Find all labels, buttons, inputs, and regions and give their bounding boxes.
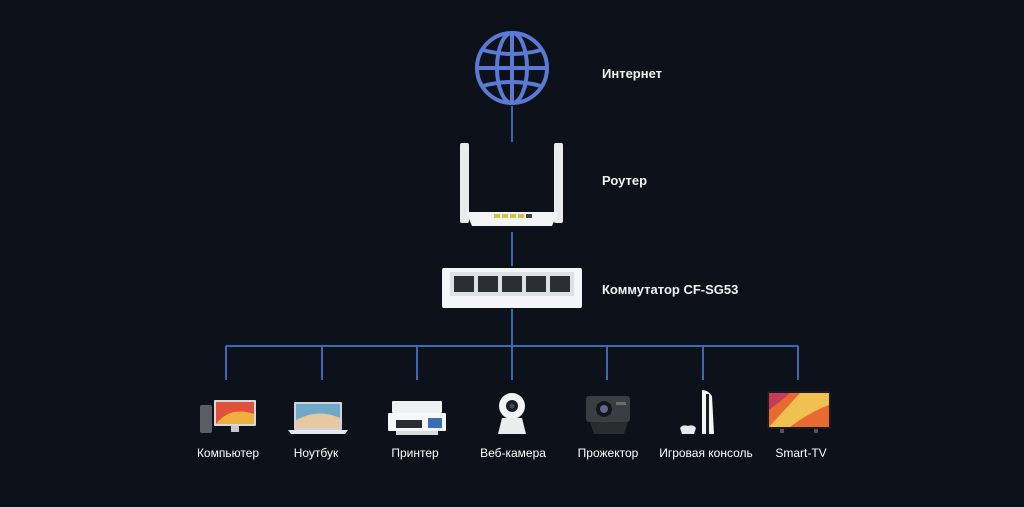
- device-label-computer: Компьютер: [196, 446, 260, 460]
- device-label-projector: Прожектор: [577, 446, 639, 460]
- device-label-webcam: Веб-камера: [480, 446, 546, 460]
- switch-icon: [442, 268, 582, 308]
- device-label-laptop: Ноутбук: [293, 446, 339, 460]
- game-console-icon: [680, 390, 714, 434]
- laptop-icon: [288, 402, 348, 434]
- computer-icon: [200, 400, 256, 433]
- globe-icon: [475, 31, 549, 105]
- device-label-console: Игровая консоль: [659, 446, 753, 460]
- router-icon: [460, 143, 563, 226]
- connection-lines: [225, 106, 799, 380]
- switch-label: Коммутатор CF-SG53: [602, 282, 739, 297]
- webcam-icon: [498, 393, 526, 434]
- device-label-printer: Принтер: [391, 446, 439, 460]
- smart-tv-icon: [767, 391, 831, 433]
- device-label-tv: Smart-TV: [775, 446, 827, 460]
- printer-icon: [388, 401, 446, 435]
- internet-label: Интернет: [602, 66, 663, 81]
- router-label: Роутер: [602, 173, 648, 188]
- projector-icon: [586, 396, 630, 434]
